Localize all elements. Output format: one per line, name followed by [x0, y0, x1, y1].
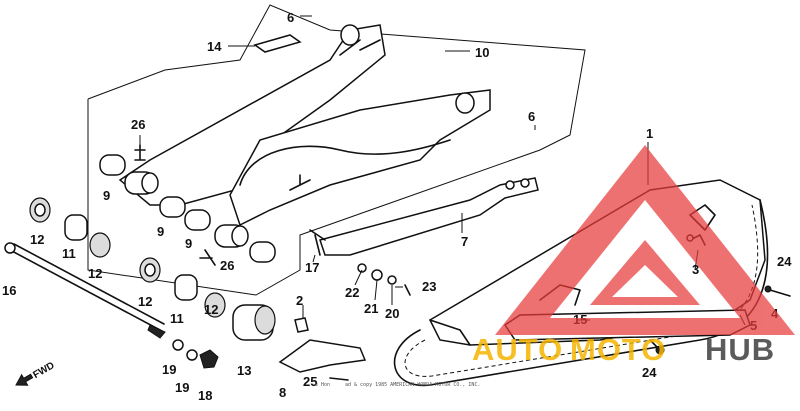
screw-25	[329, 377, 349, 381]
drive-chain	[393, 199, 769, 387]
label-11-b: 11	[170, 311, 184, 326]
watermark-hub: HUB	[705, 332, 775, 367]
label-21: 21	[364, 301, 378, 316]
label-9-c: 9	[185, 236, 192, 251]
label-14: 14	[207, 39, 222, 54]
label-6-right: 6	[528, 109, 535, 124]
label-8: 8	[279, 385, 286, 400]
label-12-a: 12	[30, 232, 44, 247]
washers-and-nut	[172, 339, 219, 369]
label-3: 3	[692, 262, 699, 277]
label-11-a: 11	[62, 246, 76, 261]
label-25: 25	[303, 374, 317, 389]
label-12-d: 12	[204, 302, 218, 317]
label-26-top: 26	[131, 117, 145, 132]
part-labels: 1 2 3 4 5 6 6 8 9 9 9 10 11 11 12 12 12 …	[2, 10, 792, 403]
fwd-text: FWD	[31, 360, 56, 381]
copyright-left: © Hon	[315, 382, 330, 388]
watermark-moto: MOTO	[570, 332, 666, 367]
label-1: 1	[646, 126, 653, 141]
pivot-bearings	[99, 154, 276, 263]
label-23: 23	[422, 279, 436, 294]
pivot-collar	[232, 304, 276, 341]
fwd-arrow: FWD	[15, 360, 57, 386]
left-bushings	[29, 197, 226, 318]
label-22: 22	[345, 285, 359, 300]
label-16: 16	[2, 283, 16, 298]
label-7: 7	[461, 234, 468, 249]
watermark-auto: AUTO	[472, 332, 563, 367]
grease-fitting-bottom	[199, 249, 216, 266]
watermark-triangle	[495, 145, 795, 335]
caution-label	[253, 34, 302, 53]
label-10: 10	[475, 45, 489, 60]
label-19-b: 19	[175, 380, 189, 395]
grease-fitting-top	[134, 144, 146, 161]
small-hardware	[314, 234, 411, 296]
label-17: 17	[305, 260, 319, 275]
label-26-bottom: 26	[220, 258, 234, 273]
watermark-inner-mark	[590, 240, 700, 305]
label-24-bottom: 24	[642, 365, 657, 380]
label-9-b: 9	[157, 224, 164, 239]
swingarm-body	[118, 24, 491, 227]
label-12-c: 12	[138, 294, 152, 309]
copyright-right: ad & copy 1985 AMERICAN HONDA MOTOR CO.,…	[345, 382, 480, 388]
screw-24-right	[769, 289, 791, 297]
label-20: 20	[385, 306, 399, 321]
torque-link	[309, 177, 539, 256]
label-2: 2	[296, 293, 303, 308]
label-12-b: 12	[88, 266, 102, 281]
assembly-outline	[87, 4, 586, 296]
rubber-block	[294, 317, 309, 333]
label-13: 13	[237, 363, 251, 378]
label-19-a: 19	[162, 362, 176, 377]
chain-slider-guide	[278, 339, 367, 373]
label-24-right: 24	[777, 254, 792, 269]
label-6-top: 6	[287, 10, 294, 25]
watermark-logo	[495, 145, 795, 335]
label-18: 18	[198, 388, 212, 403]
label-9-a: 9	[103, 188, 110, 203]
pivot-bolt	[4, 242, 166, 339]
